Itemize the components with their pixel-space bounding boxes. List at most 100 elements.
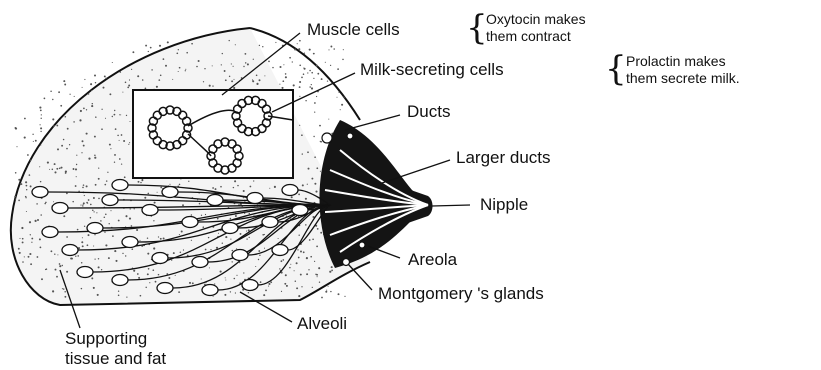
stipple-dot [66, 148, 68, 150]
stipple-dot [217, 218, 219, 220]
stipple-dot [88, 199, 90, 201]
stipple-dot [231, 80, 233, 82]
stipple-dot [178, 49, 179, 50]
stipple-dot [307, 151, 309, 153]
stipple-dot [325, 62, 326, 63]
stipple-dot [312, 238, 314, 240]
stipple-dot [119, 158, 121, 160]
stipple-dot [212, 85, 213, 86]
stipple-dot [212, 187, 214, 189]
stipple-dot [18, 179, 20, 181]
stipple-dot [292, 61, 293, 62]
stipple-dot [215, 188, 217, 190]
stipple-dot [40, 214, 42, 216]
stipple-dot [204, 68, 205, 69]
stipple-dot [328, 49, 329, 50]
stipple-dot [220, 271, 222, 273]
stipple-dot [117, 135, 119, 137]
stipple-dot [118, 295, 120, 297]
stipple-dot [125, 215, 127, 217]
stipple-dot [98, 266, 100, 268]
stipple-dot [88, 158, 90, 160]
stipple-dot [284, 283, 286, 285]
stipple-dot [30, 160, 32, 162]
stipple-dot [178, 291, 180, 293]
stipple-dot [283, 64, 284, 65]
stipple-dot [87, 244, 89, 246]
stipple-dot [88, 234, 90, 236]
stipple-dot [75, 168, 77, 170]
stipple-dot [157, 192, 158, 193]
stipple-dot [81, 262, 83, 264]
stipple-dot [126, 115, 127, 116]
label-alveoli: Alveoli [297, 314, 347, 334]
stipple-dot [246, 231, 247, 232]
stipple-dot [109, 223, 110, 224]
stipple-dot [64, 296, 66, 298]
stipple-dot [44, 203, 45, 204]
alveolus [87, 223, 103, 234]
stipple-dot [171, 260, 172, 261]
stipple-dot [120, 114, 121, 115]
stipple-dot [249, 237, 250, 238]
stipple-dot [243, 272, 244, 273]
brace-oxytocin: { [466, 11, 488, 45]
stipple-dot [52, 169, 54, 171]
stipple-dot [112, 62, 113, 63]
stipple-dot [131, 248, 133, 250]
stipple-dot [24, 256, 25, 257]
stipple-dot [53, 125, 55, 127]
stipple-dot [331, 270, 333, 272]
stipple-dot [26, 185, 28, 187]
stipple-dot [73, 168, 75, 170]
stipple-dot [201, 278, 202, 279]
stipple-dot [86, 109, 87, 110]
stipple-dot [340, 109, 341, 110]
alveolus [122, 237, 138, 248]
stipple-dot [115, 128, 117, 130]
stipple-dot [317, 228, 319, 230]
stipple-dot [325, 291, 327, 293]
stipple-dot [15, 127, 17, 129]
stipple-dot [24, 118, 26, 120]
stipple-dot [337, 68, 339, 70]
stipple-dot [307, 72, 308, 73]
stipple-dot [82, 187, 84, 189]
stipple-dot [90, 217, 92, 219]
stipple-dot [66, 236, 68, 238]
stipple-dot [209, 267, 210, 268]
stipple-dot [252, 79, 253, 80]
stipple-dot [125, 82, 127, 84]
stipple-dot [41, 114, 42, 115]
stipple-dot [320, 232, 322, 234]
stipple-dot [188, 181, 189, 182]
stipple-dot [309, 239, 311, 241]
stipple-dot [301, 134, 303, 136]
stipple-dot [159, 45, 161, 47]
alveolus [272, 245, 288, 256]
stipple-dot [314, 261, 315, 262]
stipple-dot [84, 195, 85, 196]
stipple-dot [80, 110, 82, 112]
stipple-dot [30, 234, 31, 235]
stipple-dot [40, 127, 42, 129]
stipple-dot [64, 291, 66, 293]
stipple-dot [252, 80, 254, 82]
stipple-dot [24, 137, 26, 139]
stipple-dot [52, 99, 53, 100]
stipple-dot [32, 134, 33, 135]
stipple-dot [140, 182, 141, 183]
stipple-dot [230, 218, 232, 220]
stipple-dot [169, 184, 170, 185]
stipple-dot [122, 92, 123, 93]
stipple-dot [202, 226, 204, 228]
stipple-dot [83, 108, 85, 110]
stipple-dot [66, 193, 68, 195]
stipple-dot [69, 94, 70, 95]
stipple-dot [114, 110, 115, 111]
stipple-dot [104, 232, 105, 233]
stipple-dot [218, 233, 219, 234]
stipple-dot [316, 65, 318, 67]
stipple-dot [31, 238, 33, 240]
stipple-dot [294, 270, 295, 271]
